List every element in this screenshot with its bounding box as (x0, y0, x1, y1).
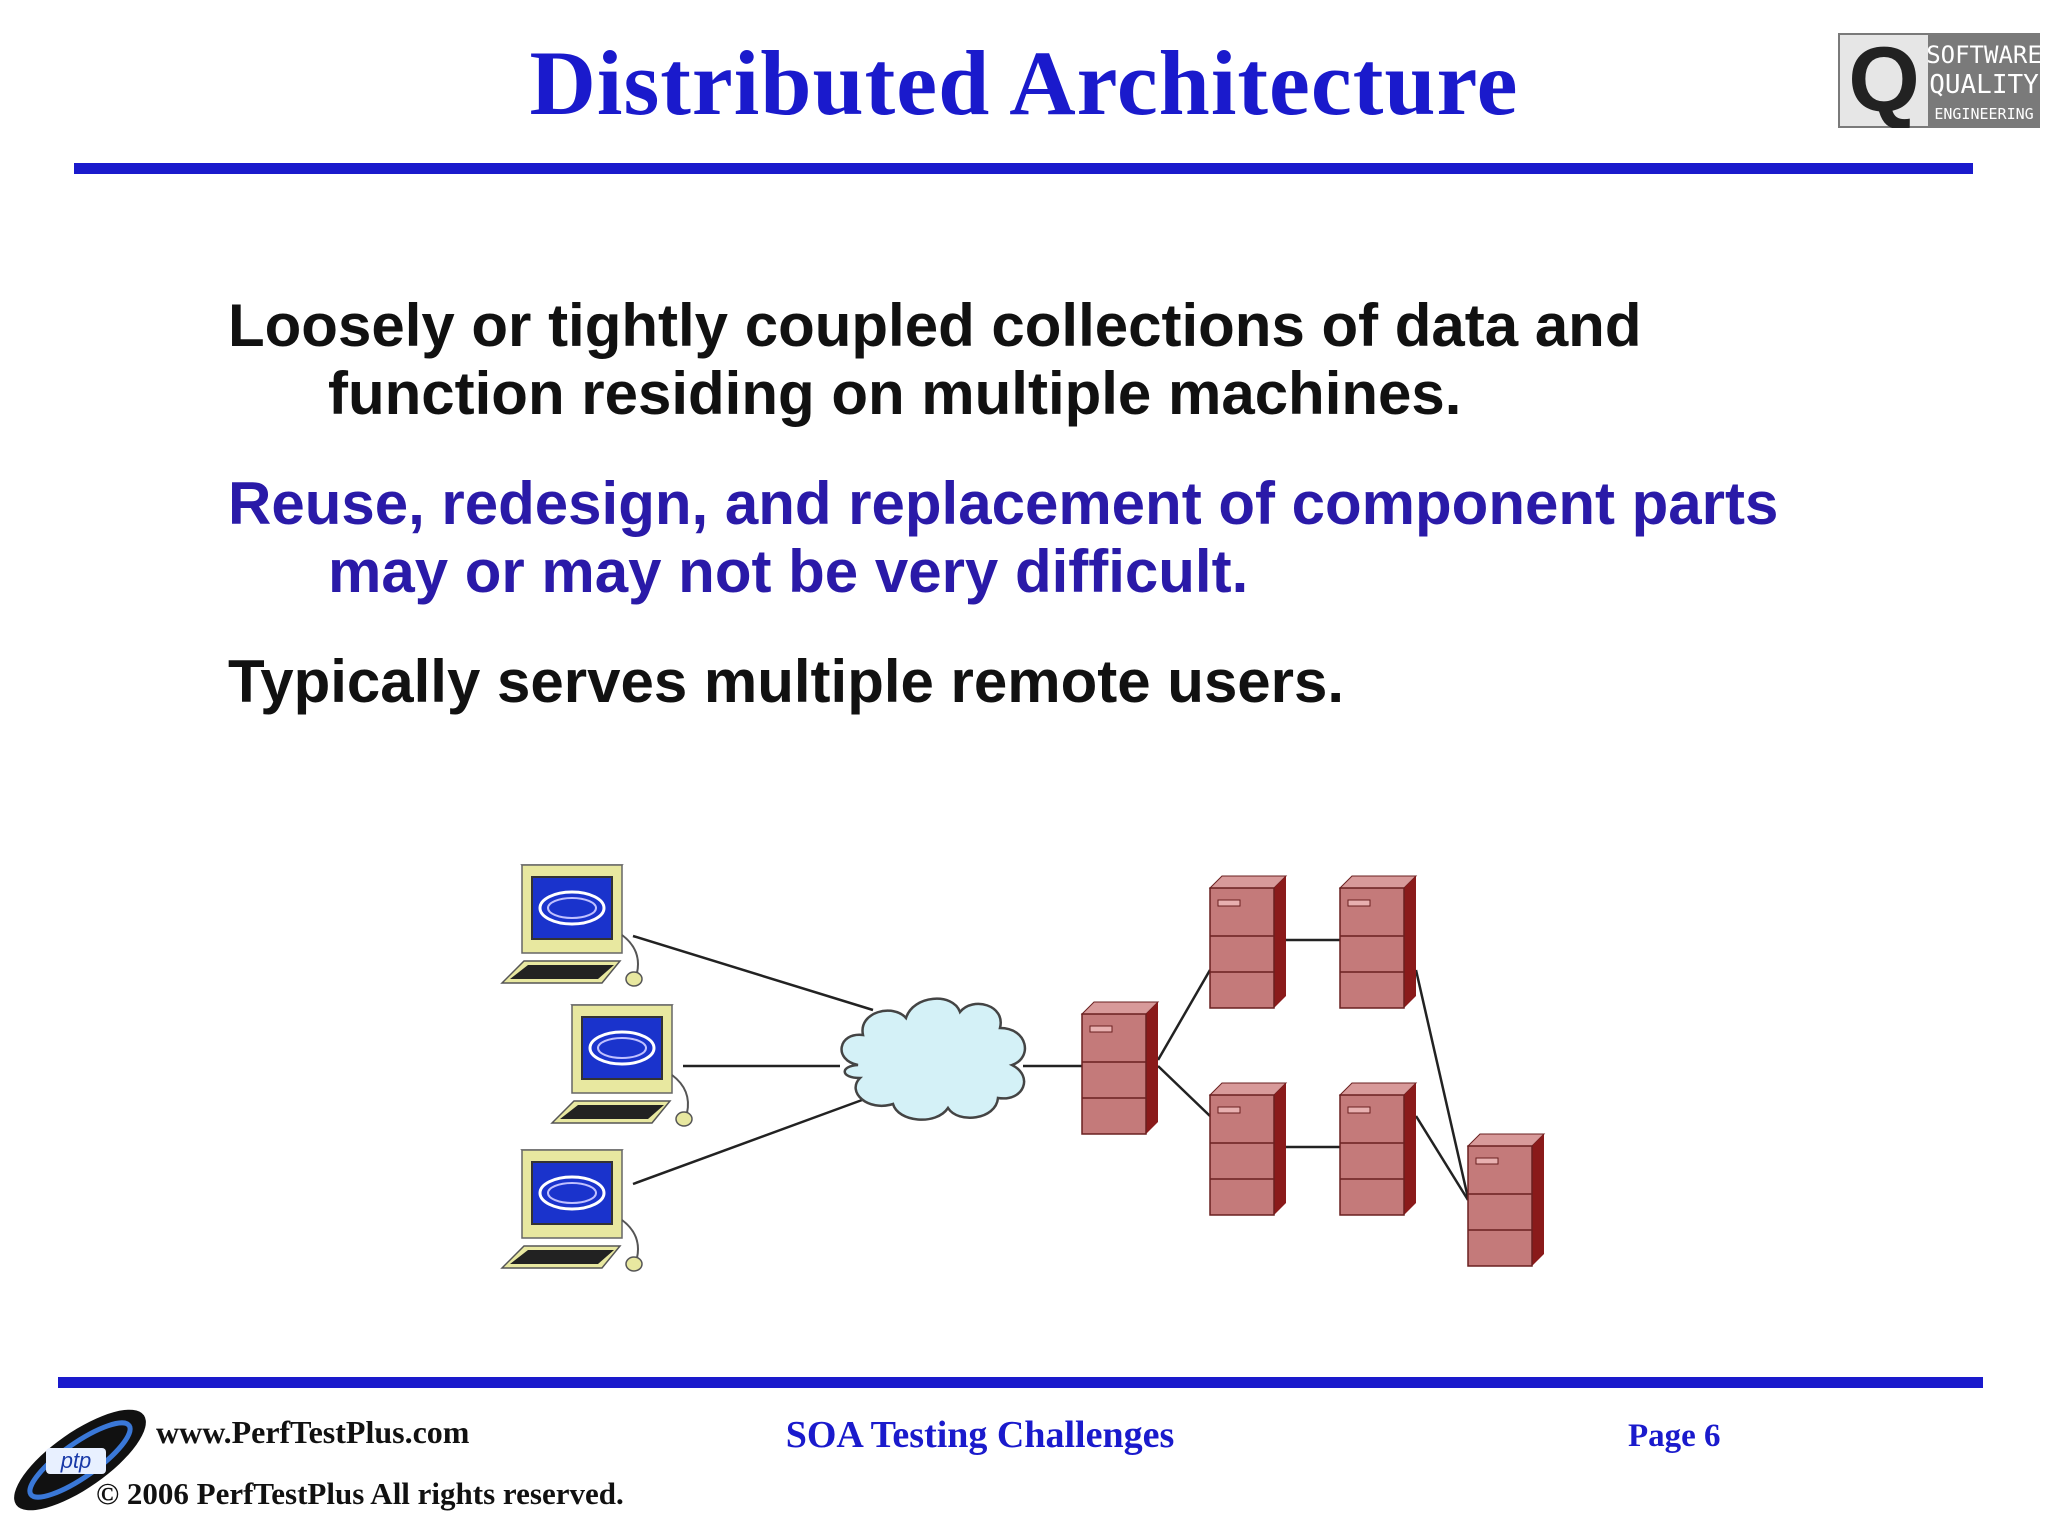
network-diagram (500, 863, 1545, 1273)
footer-presentation-title: SOA Testing Challenges (785, 1414, 1175, 1456)
app-server-d (1339, 1082, 1417, 1216)
app-server-b (1209, 1082, 1287, 1216)
client-computer-1 (500, 863, 644, 988)
logo-line-quality: QUALITY (1929, 70, 2039, 100)
gateway-server (1081, 1001, 1159, 1135)
footer-website: www.PerfTestPlus.com (156, 1414, 470, 1450)
bullet-reuse-redesign: Reuse, redesign, and replacement of comp… (228, 470, 1779, 605)
ptp-logo: ptp (14, 1409, 146, 1511)
footer-copyright: © 2006 PerfTestPlus All rights reserved. (96, 1476, 624, 1511)
link-server-c-db (1414, 969, 1470, 1199)
app-server-a (1209, 875, 1287, 1009)
client-computer-3 (500, 1148, 644, 1273)
bullet-coupled-collections: Loosely or tightly coupled collections o… (228, 292, 1642, 427)
footer-page-number: Page 6 (1628, 1418, 1721, 1454)
link-gateway-server-a (1156, 969, 1212, 1061)
link-server-d-db (1414, 1115, 1470, 1201)
link-computer1-cloud (632, 934, 874, 1012)
logo-line-engineering: ENGINEERING (1934, 105, 2033, 123)
logo-line-software: SOFTWARE (1926, 41, 2040, 69)
bullet-list: Loosely or tightly coupled collections o… (228, 292, 1868, 758)
bullet-remote-users: Typically serves multiple remote users. (228, 648, 1345, 715)
footer-divider (58, 1377, 1983, 1388)
logo-q-letter: Q (1848, 33, 1920, 128)
network-cloud (840, 997, 1027, 1121)
sqe-logo: Q SOFTWARE QUALITY ENGINEERING (1838, 33, 2040, 128)
database-server (1467, 1133, 1545, 1267)
slide-title: Distributed Architecture (529, 32, 1519, 134)
client-computer-2 (550, 1003, 694, 1128)
title-divider (74, 163, 1973, 174)
app-server-c (1339, 875, 1417, 1009)
link-computer3-cloud (632, 1094, 874, 1186)
link-gateway-server-b (1157, 1065, 1211, 1117)
ptp-logo-text: ptp (60, 1448, 92, 1473)
